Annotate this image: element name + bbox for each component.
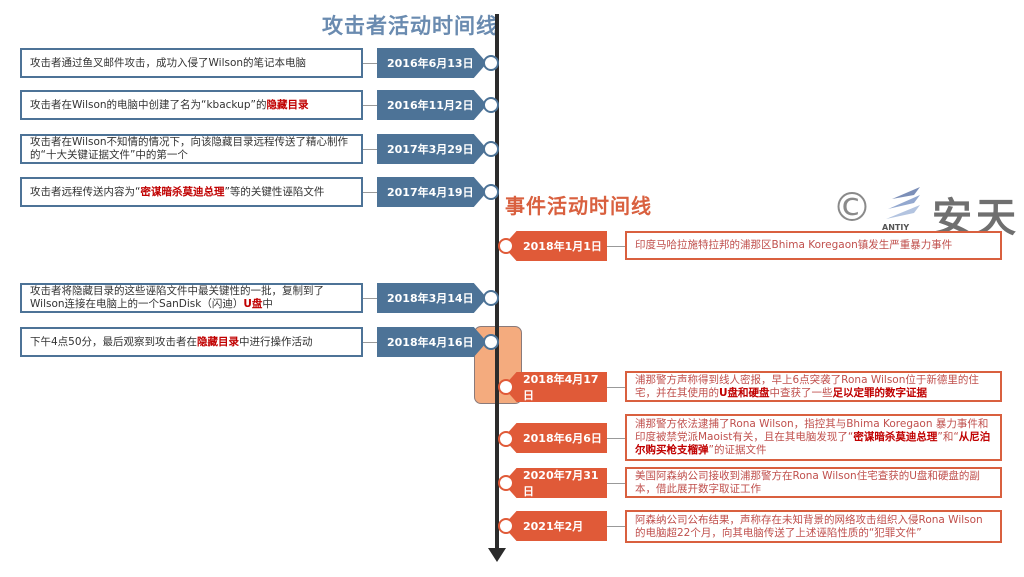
connector xyxy=(363,192,377,193)
date-tag: 2016年11月2日 xyxy=(377,90,487,120)
connector xyxy=(607,483,625,484)
date-tag: 2021年2月 xyxy=(503,511,607,541)
timeline-axis xyxy=(495,14,499,554)
text: 攻击者将隐藏目录的这些诬陷文件中最关键性的一批，复制到了Wilson连接在电脑上… xyxy=(30,285,324,310)
text: 攻击者在Wilson的电脑中创建了名为“kbackup”的 xyxy=(30,98,267,111)
connector xyxy=(607,246,625,247)
highlight-text: U盘和硬盘 xyxy=(719,386,770,399)
text: 攻击者在Wilson不知情的情况下，向该隐藏目录远程传送了精心制作的“十大关键证… xyxy=(30,136,349,161)
highlight-text: 隐藏目录 xyxy=(266,98,309,111)
timeline-node xyxy=(498,518,514,534)
connector xyxy=(363,149,377,150)
timeline-node xyxy=(498,475,514,491)
connector xyxy=(363,342,377,343)
connector xyxy=(363,105,377,106)
text: 印度马哈拉施特拉邦的浦那区Bhima Koregaon镇发生严重暴力事件 xyxy=(635,239,953,251)
date-tag: 2018年1月1日 xyxy=(503,231,607,261)
copyright-icon: © xyxy=(832,185,872,231)
event-description: 攻击者在Wilson不知情的情况下，向该隐藏目录远程传送了精心制作的“十大关键证… xyxy=(20,134,363,164)
date-tag: 2020年7月31日 xyxy=(503,468,607,498)
timeline-node xyxy=(483,97,499,113)
event-description: 阿森纳公司公布结果，声称存在未知背景的网络攻击组织入侵Rona Wilson的电… xyxy=(625,510,1002,543)
event-description: 浦那警方声称得到线人密报，早上6点突袭了Rona Wilson位于新德里的住宅，… xyxy=(625,371,1002,402)
text: ”和“ xyxy=(937,431,959,443)
text: 下午4点50分，最后观察到攻击者在 xyxy=(30,335,198,348)
text: 攻击者通过鱼叉邮件攻击，成功入侵了Wilson的笔记本电脑 xyxy=(30,56,307,69)
timeline-node xyxy=(498,379,514,395)
event-description: 攻击者将隐藏目录的这些诬陷文件中最关键性的一批，复制到了Wilson连接在电脑上… xyxy=(20,283,363,313)
connector xyxy=(607,438,625,439)
text: 浦那警方依法逮捕了Rona Wilson，指控其与Bhima Koregaon … xyxy=(635,418,989,443)
date-tag: 2017年3月29日 xyxy=(377,134,487,164)
timeline-node xyxy=(483,290,499,306)
event-description: 攻击者远程传送内容为“密谋暗杀莫迪总理”等的关键性诬陷文件 xyxy=(20,177,363,207)
timeline-node xyxy=(483,141,499,157)
date-tag: 2018年6月6日 xyxy=(503,423,607,453)
timeline-node xyxy=(483,334,499,350)
event-description: 攻击者在Wilson的电脑中创建了名为“kbackup”的隐藏目录 xyxy=(20,90,363,120)
connector xyxy=(363,63,377,64)
antiy-logo: © ANTIY 安天 xyxy=(832,183,1022,241)
highlight-text: 从尼泊尔购买枪支榴弹 xyxy=(635,431,991,456)
arrow-down-icon xyxy=(488,548,506,562)
text: 中查获了一些 xyxy=(769,386,833,399)
highlight-text: 密谋暗杀莫迪总理 xyxy=(853,431,938,443)
text: 攻击者远程传送内容为“ xyxy=(30,185,141,198)
event-description: 下午4点50分，最后观察到攻击者在隐藏目录中进行操作活动 xyxy=(20,327,363,357)
date-tag: 2018年4月17日 xyxy=(503,372,607,402)
connector xyxy=(607,526,625,527)
timeline-node xyxy=(483,55,499,71)
timeline-node xyxy=(498,238,514,254)
date-tag: 2018年3月14日 xyxy=(377,283,487,313)
date-tag: 2017年4月19日 xyxy=(377,177,487,207)
logo-text-en: ANTIY xyxy=(882,223,910,232)
event-description: 浦那警方依法逮捕了Rona Wilson，指控其与Bhima Koregaon … xyxy=(625,414,1002,461)
event-description: 攻击者通过鱼叉邮件攻击，成功入侵了Wilson的笔记本电脑 xyxy=(20,48,363,78)
highlight-text: U盘 xyxy=(243,298,263,310)
event-description: 印度马哈拉施特拉邦的浦那区Bhima Koregaon镇发生严重暴力事件 xyxy=(625,231,1002,260)
event-timeline-title: 事件活动时间线 xyxy=(505,194,652,218)
text: ”等的关键性诬陷文件 xyxy=(224,185,325,198)
timeline-node xyxy=(483,184,499,200)
date-tag: 2016年6月13日 xyxy=(377,48,487,78)
highlight-text: 密谋暗杀莫迪总理 xyxy=(140,185,225,198)
attacker-timeline-title: 攻击者活动时间线 xyxy=(322,14,498,38)
text: 中进行操作活动 xyxy=(239,335,313,348)
text: 浦那警方声称得到线人密报，早上6点突袭了Rona Wilson位于新德里的住宅，… xyxy=(635,373,979,399)
date-tag: 2018年4月16日 xyxy=(377,327,487,357)
highlight-text: 足以定罪的数字证据 xyxy=(832,386,928,399)
event-description: 美国阿森纳公司接收到浦那警方在Rona Wilson住宅查获的U盘和硬盘的副本，… xyxy=(625,467,1002,498)
wing-icon xyxy=(886,187,920,219)
connector xyxy=(607,387,625,388)
connector xyxy=(363,298,377,299)
timeline-node xyxy=(498,431,514,447)
text: 中 xyxy=(262,298,273,310)
text: ”的证据文件 xyxy=(708,444,767,456)
text: 阿森纳公司公布结果，声称存在未知背景的网络攻击组织入侵Rona Wilson的电… xyxy=(635,513,983,539)
text: 美国阿森纳公司接收到浦那警方在Rona Wilson住宅查获的U盘和硬盘的副本，… xyxy=(635,469,980,495)
highlight-text: 隐藏目录 xyxy=(197,335,240,348)
